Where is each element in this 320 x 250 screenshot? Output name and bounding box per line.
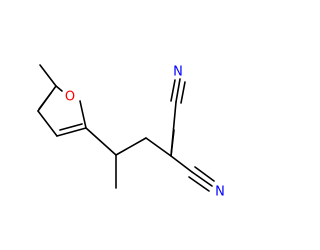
nitrile-lower-triple-1 [191, 171, 213, 187]
bond-furan-o-c5 [55, 85, 63, 92]
molecule-structure: O N N [37, 64, 225, 200]
atom-label-oxygen: O [65, 90, 75, 105]
bond-furan-c4-c3 [37, 110, 58, 137]
atom-label-nitrogen-lower: N [215, 185, 225, 200]
nitrile-lower-triple-3 [188, 176, 210, 192]
bond-furan-c3-c2 [56, 127, 87, 137]
bond-furan-c2-o [79, 100, 87, 129]
bond-c-cn-upper [170, 101, 177, 157]
bond-furan-c3-c2-double [59, 123, 83, 131]
bond-ch-ch2 [115, 137, 147, 156]
bond-furan-c5-c4-double [38, 92, 52, 110]
atom-label-nitrogen-upper: N [173, 65, 183, 80]
structure-canvas: O N N [37, 64, 225, 200]
bond-methyl-furan [39, 64, 57, 87]
nitrile-upper-triple-3 [180, 81, 186, 104]
nitrile-upper-triple-1 [175, 78, 181, 103]
nitrile-upper-triple-2 [170, 79, 176, 102]
bond-ch2-ch2 [145, 137, 172, 157]
nitrile-lower-triple-2 [194, 166, 215, 182]
bond-ring-ch [85, 127, 117, 156]
bond-c-cn-lower [170, 155, 193, 173]
